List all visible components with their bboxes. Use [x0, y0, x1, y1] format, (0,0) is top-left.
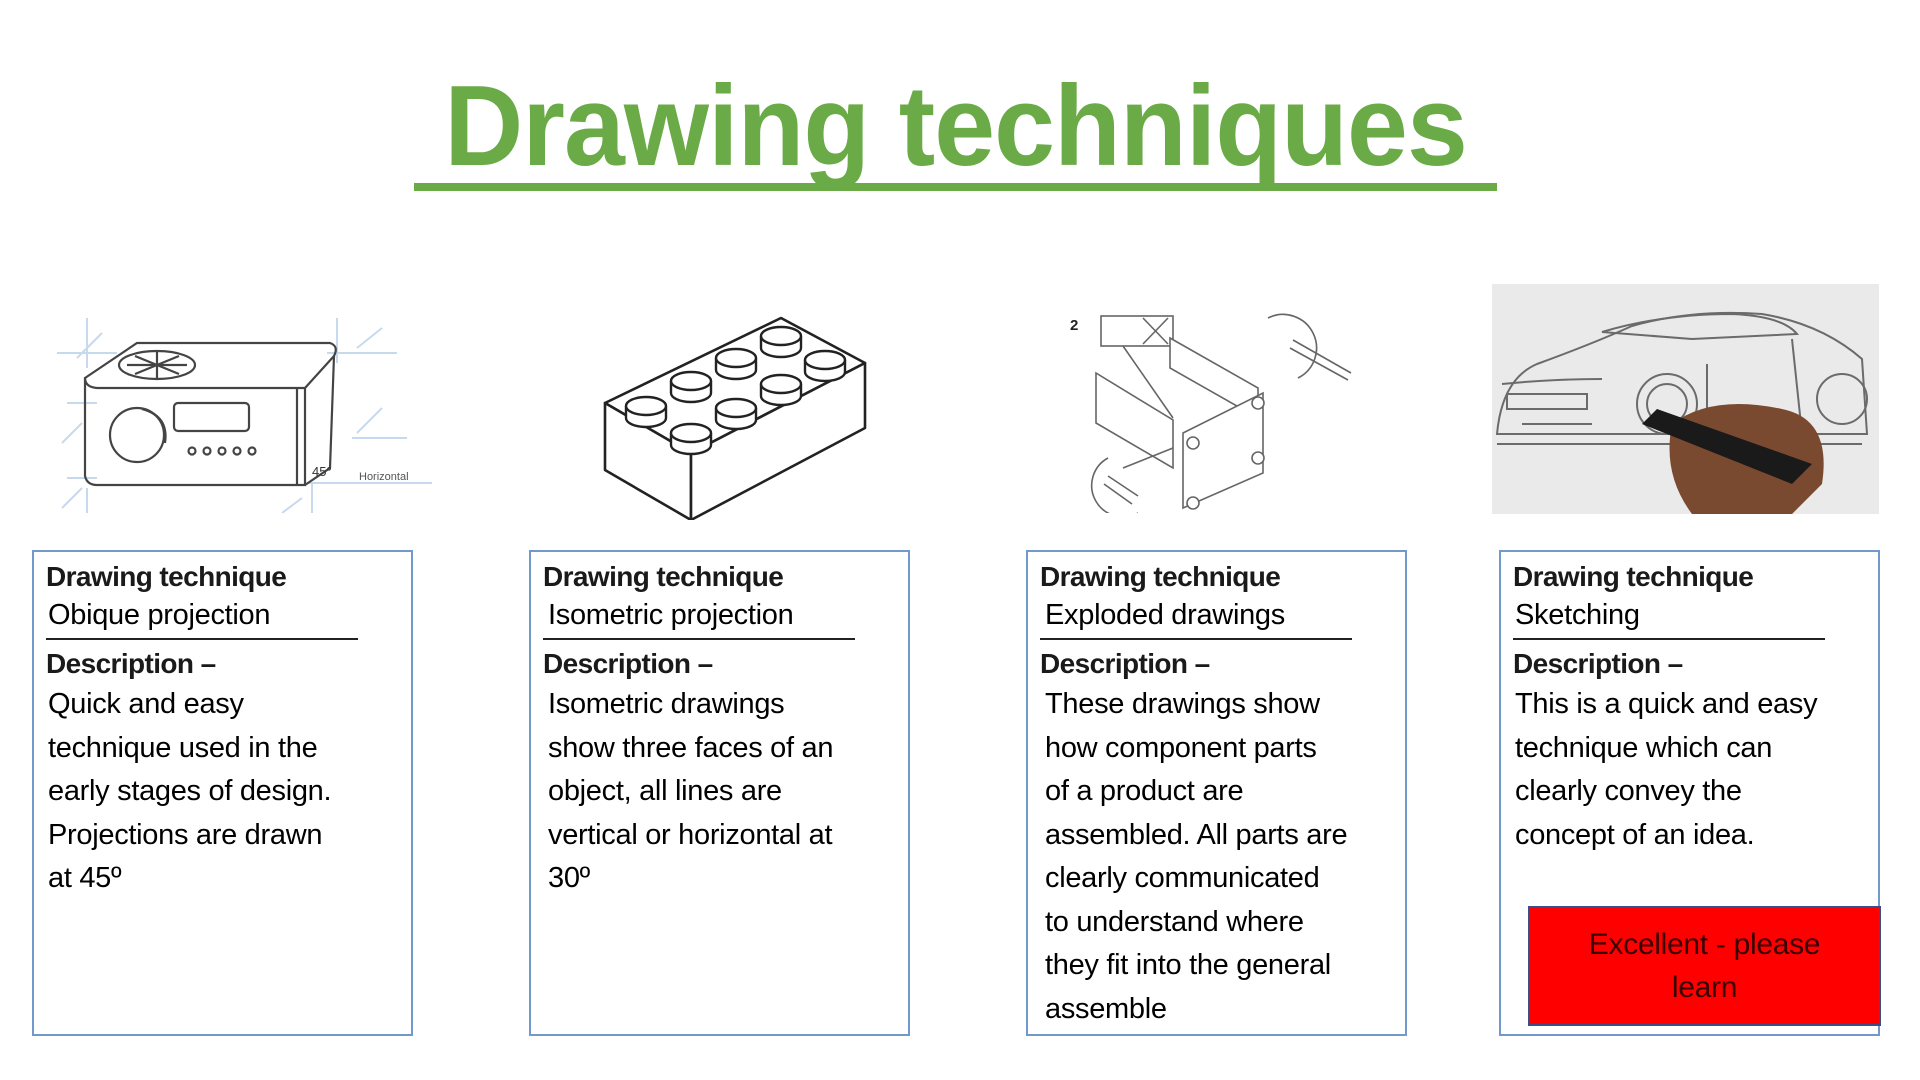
technique-card-isometric: Drawing technique Isometric projection D… [529, 550, 910, 1036]
description-line: clearly communicated [1045, 862, 1320, 894]
description-line: concept of an idea. [1515, 818, 1755, 851]
divider [46, 638, 358, 640]
description-line: 30º [548, 862, 590, 894]
description-label: Description – [1513, 648, 1683, 679]
technique-name: Exploded drawings [1045, 599, 1285, 631]
description-line: how component parts [1045, 731, 1317, 764]
title-underline [414, 183, 1497, 191]
svg-text:2: 2 [1070, 317, 1078, 334]
car-sketch-illustration [1492, 284, 1879, 514]
technique-name: Sketching [1515, 599, 1640, 631]
description-line: to understand where [1045, 905, 1304, 938]
technique-label: Drawing technique [543, 561, 784, 592]
description-line: at 45º [48, 862, 122, 894]
svg-text:45°: 45° [312, 464, 332, 479]
slide-title-text: Drawing techniques [444, 63, 1468, 190]
description-line: Quick and easy [48, 688, 244, 720]
oblique-radio-icon: 45° Horizontal [57, 318, 432, 513]
description-line: Projections are drawn [48, 818, 323, 851]
car-sketch-icon [1492, 284, 1879, 514]
exploded-drawing-illustration: 2 [1068, 308, 1358, 513]
divider [1040, 638, 1352, 640]
technique-name: Obique projection [48, 599, 271, 631]
badge-text: Excellent - please learn [1588, 928, 1821, 1004]
svg-text:Horizontal: Horizontal [359, 471, 409, 483]
technique-label: Drawing technique [46, 561, 287, 592]
technique-label: Drawing technique [1040, 561, 1281, 592]
technique-card-exploded: Drawing technique Exploded drawings Desc… [1026, 550, 1407, 1036]
description-text: Quick and easy technique used in the ear… [46, 683, 401, 901]
divider [1513, 638, 1825, 640]
technique-label: Drawing technique [1513, 561, 1754, 592]
description-text: This is a quick and easy technique which… [1513, 683, 1868, 857]
divider [543, 638, 855, 640]
technique-name: Isometric projection [548, 599, 794, 631]
description-line: they fit into the general [1045, 949, 1331, 981]
description-line: object, all lines are [548, 775, 782, 807]
description-line: assembled. All parts are [1045, 818, 1348, 851]
description-line: vertical or horizontal at [548, 818, 833, 851]
description-text: These drawings show how component parts … [1040, 683, 1395, 1031]
description-label: Description – [46, 648, 216, 679]
description-line: This is a quick and easy [1515, 688, 1818, 720]
description-line: assemble [1045, 992, 1167, 1025]
exploded-assembly-icon: 2 [1070, 313, 1352, 513]
oblique-radio-illustration: 45° Horizontal [47, 308, 452, 513]
description-line: early stages of design. [48, 775, 332, 807]
technique-card-oblique: Drawing technique Obique projection Desc… [32, 550, 413, 1036]
description-line: clearly convey the [1515, 775, 1742, 807]
slide-title: Drawing techniques [414, 62, 1497, 202]
lego-brick-icon [603, 316, 867, 520]
description-line: These drawings show [1045, 688, 1320, 720]
description-line: technique which can [1515, 731, 1773, 764]
description-line: show three faces of an [548, 731, 834, 764]
description-label: Description – [1040, 648, 1210, 679]
excellent-badge: Excellent - please learn [1528, 906, 1881, 1026]
description-text: Isometric drawings show three faces of a… [543, 683, 898, 901]
description-line: Isometric drawings [548, 688, 785, 720]
description-line: technique used in the [48, 731, 318, 764]
description-label: Description – [543, 648, 713, 679]
description-line: of a product are [1045, 775, 1244, 807]
isometric-lego-illustration [603, 298, 868, 520]
